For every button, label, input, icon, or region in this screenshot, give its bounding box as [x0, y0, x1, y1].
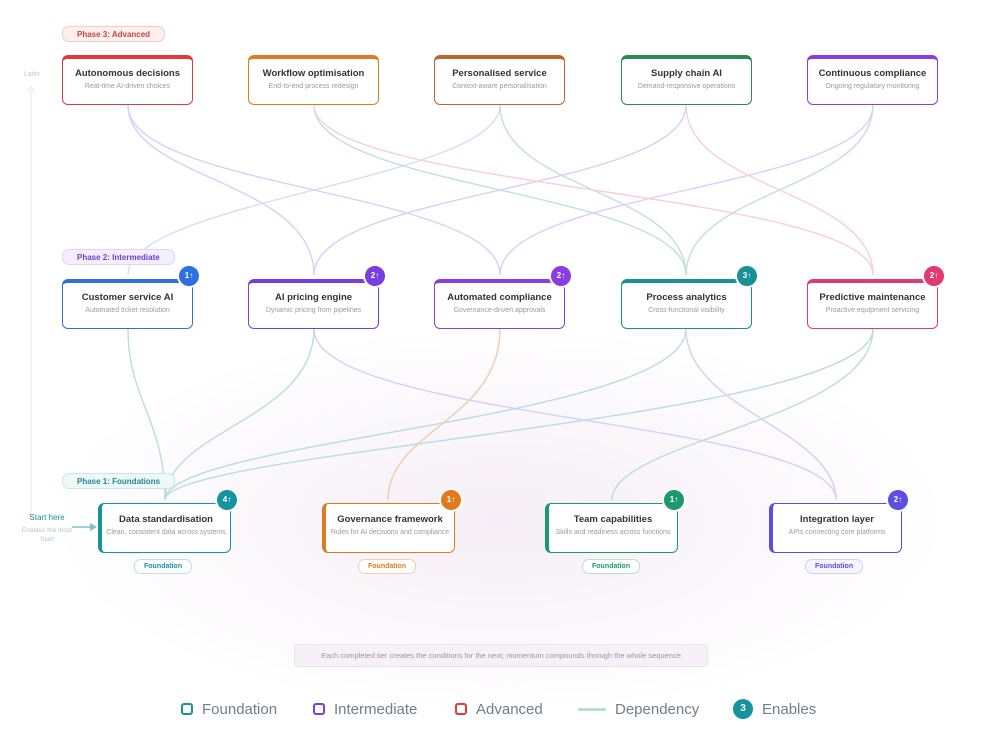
edge-predictive-supply: [685, 104, 874, 276]
legend-dependency: Dependency: [578, 698, 699, 720]
phase-2-label: Phase 2: Intermediate: [62, 249, 175, 265]
node-continuous-compliance[interactable]: Continuous compliance Ongoing regulatory…: [807, 55, 938, 105]
phase-1-label: Phase 1: Foundations: [62, 473, 176, 489]
node-subtitle: Governance-driven approvals: [453, 307, 546, 314]
axis-start-label: Start: [40, 536, 54, 543]
node-integration-layer[interactable]: Integration layer APIs connecting core p…: [769, 503, 902, 553]
node-title: Governance framework: [337, 514, 443, 525]
node-personalised-service[interactable]: Personalised service Context-aware perso…: [434, 55, 565, 105]
legend-enables: 3 Enables: [733, 698, 816, 720]
node-subtitle: Ongoing regulatory monitoring: [825, 83, 920, 90]
start-here-callout: Start here Enables the most Start: [12, 513, 82, 544]
legend-label: Advanced: [476, 700, 543, 718]
edge-data-analytics: [164, 328, 687, 501]
edge-predictive-workflow: [313, 104, 874, 276]
start-arrow-icon: [90, 523, 97, 531]
node-data-standardisation[interactable]: Data standardisation Clean, consistent d…: [98, 503, 231, 553]
enables-badge: 2↑: [549, 264, 573, 288]
enables-badge: 1↑: [662, 488, 686, 512]
node-subtitle: Cross-functional visibility: [648, 307, 725, 314]
node-subtitle: Dynamic pricing from pipelines: [265, 307, 362, 314]
intermediate-swatch-icon: [313, 703, 325, 715]
node-title: Data standardisation: [119, 514, 213, 525]
edge-integration-pricing: [313, 328, 837, 501]
axis-later-label: Later: [24, 71, 40, 78]
node-governance-framework[interactable]: Governance framework Rules for AI decisi…: [322, 503, 455, 553]
node-title: Workflow optimisation: [262, 68, 365, 79]
enables-badge: 2↑: [363, 264, 387, 288]
legend-foundation: Foundation: [181, 698, 277, 720]
footnote: Each completed tier creates the conditio…: [294, 644, 708, 667]
foundation-tag: Foundation: [358, 559, 417, 574]
start-here-title: Start here: [29, 513, 65, 522]
node-automated-compliance[interactable]: Automated compliance Governance-driven a…: [434, 279, 565, 329]
edge-automated-autonomous: [127, 104, 501, 276]
legend-label: Dependency: [615, 700, 700, 718]
node-title: Process analytics: [646, 292, 727, 303]
legend-advanced: Advanced: [455, 698, 543, 720]
dependency-line-icon: [578, 707, 606, 711]
legend: Foundation Intermediate Advanced Depende…: [0, 698, 995, 720]
edge-governance-automated: [387, 328, 501, 501]
legend-intermediate: Intermediate: [313, 698, 417, 720]
edge-data-predictive: [164, 328, 874, 501]
node-title: Integration layer: [800, 514, 874, 525]
node-title: Team capabilities: [573, 514, 653, 525]
edge-team-predictive: [611, 328, 874, 501]
node-predictive-maintenance[interactable]: Predictive maintenance Proactive equipme…: [807, 279, 938, 329]
node-workflow-optimisation[interactable]: Workflow optimisation End-to-end process…: [248, 55, 379, 105]
node-process-analytics[interactable]: Process analytics Cross-functional visib…: [621, 279, 752, 329]
node-ai-pricing-engine[interactable]: AI pricing engine Dynamic pricing from p…: [248, 279, 379, 329]
axis-arrow-icon: [26, 84, 36, 94]
foundation-swatch-icon: [181, 703, 193, 715]
node-subtitle: Context-aware personalisation: [452, 83, 547, 90]
node-subtitle: End-to-end process redesign: [268, 83, 359, 90]
node-title: Autonomous decisions: [74, 68, 181, 79]
foundation-tag: Foundation: [805, 559, 864, 574]
enables-badge: 3↑: [735, 264, 759, 288]
legend-label: Intermediate: [334, 700, 418, 718]
node-title: AI pricing engine: [274, 292, 353, 303]
node-title: Continuous compliance: [818, 68, 927, 79]
edge-automated-continuous: [499, 104, 874, 276]
node-subtitle: Skills and readiness across functions: [555, 529, 671, 536]
advanced-swatch-icon: [455, 703, 467, 715]
edge-data-pricing: [164, 328, 315, 501]
node-subtitle: Real-time AI-driven choices: [84, 83, 171, 90]
legend-label: Foundation: [202, 700, 278, 718]
node-subtitle: Automated ticket resolution: [85, 307, 170, 314]
node-subtitle: Proactive equipment servicing: [825, 307, 920, 314]
node-title: Predictive maintenance: [819, 292, 926, 303]
node-team-capabilities[interactable]: Team capabilities Skills and readiness a…: [545, 503, 678, 553]
edge-pricing-autonomous: [127, 104, 315, 276]
node-autonomous-decisions[interactable]: Autonomous decisions Real-time AI-driven…: [62, 55, 193, 105]
start-here-desc: Enables the most: [21, 527, 73, 534]
node-subtitle: APIs connecting core platforms: [788, 529, 886, 536]
foundation-tag: Foundation: [134, 559, 193, 574]
edge-analytics-workflow: [313, 104, 687, 276]
enables-badge: 1↑: [439, 488, 463, 512]
legend-label: Enables: [762, 700, 817, 718]
node-title: Supply chain AI: [651, 68, 722, 79]
enables-badge: 2↑: [886, 488, 910, 512]
node-customer-service-ai[interactable]: Customer service AI Automated ticket res…: [62, 279, 193, 329]
phase-3-label: Phase 3: Advanced: [62, 26, 166, 42]
node-supply-chain-ai[interactable]: Supply chain AI Demand-responsive operat…: [621, 55, 752, 105]
enables-badge: 1↑: [177, 264, 201, 288]
enables-badge: 2↑: [922, 264, 946, 288]
node-title: Customer service AI: [81, 292, 174, 303]
node-title: Automated compliance: [447, 292, 552, 303]
foundation-tag: Foundation: [582, 559, 641, 574]
enables-badge: 4↑: [215, 488, 239, 512]
node-subtitle: Demand-responsive operations: [637, 83, 736, 90]
node-title: Personalised service: [452, 68, 547, 79]
node-subtitle: Clean, consistent data across systems: [106, 529, 226, 536]
node-subtitle: Rules for AI decisions and compliance: [330, 529, 450, 536]
enables-count-icon: 3: [733, 699, 753, 719]
edge-integration-analytics: [685, 328, 837, 501]
